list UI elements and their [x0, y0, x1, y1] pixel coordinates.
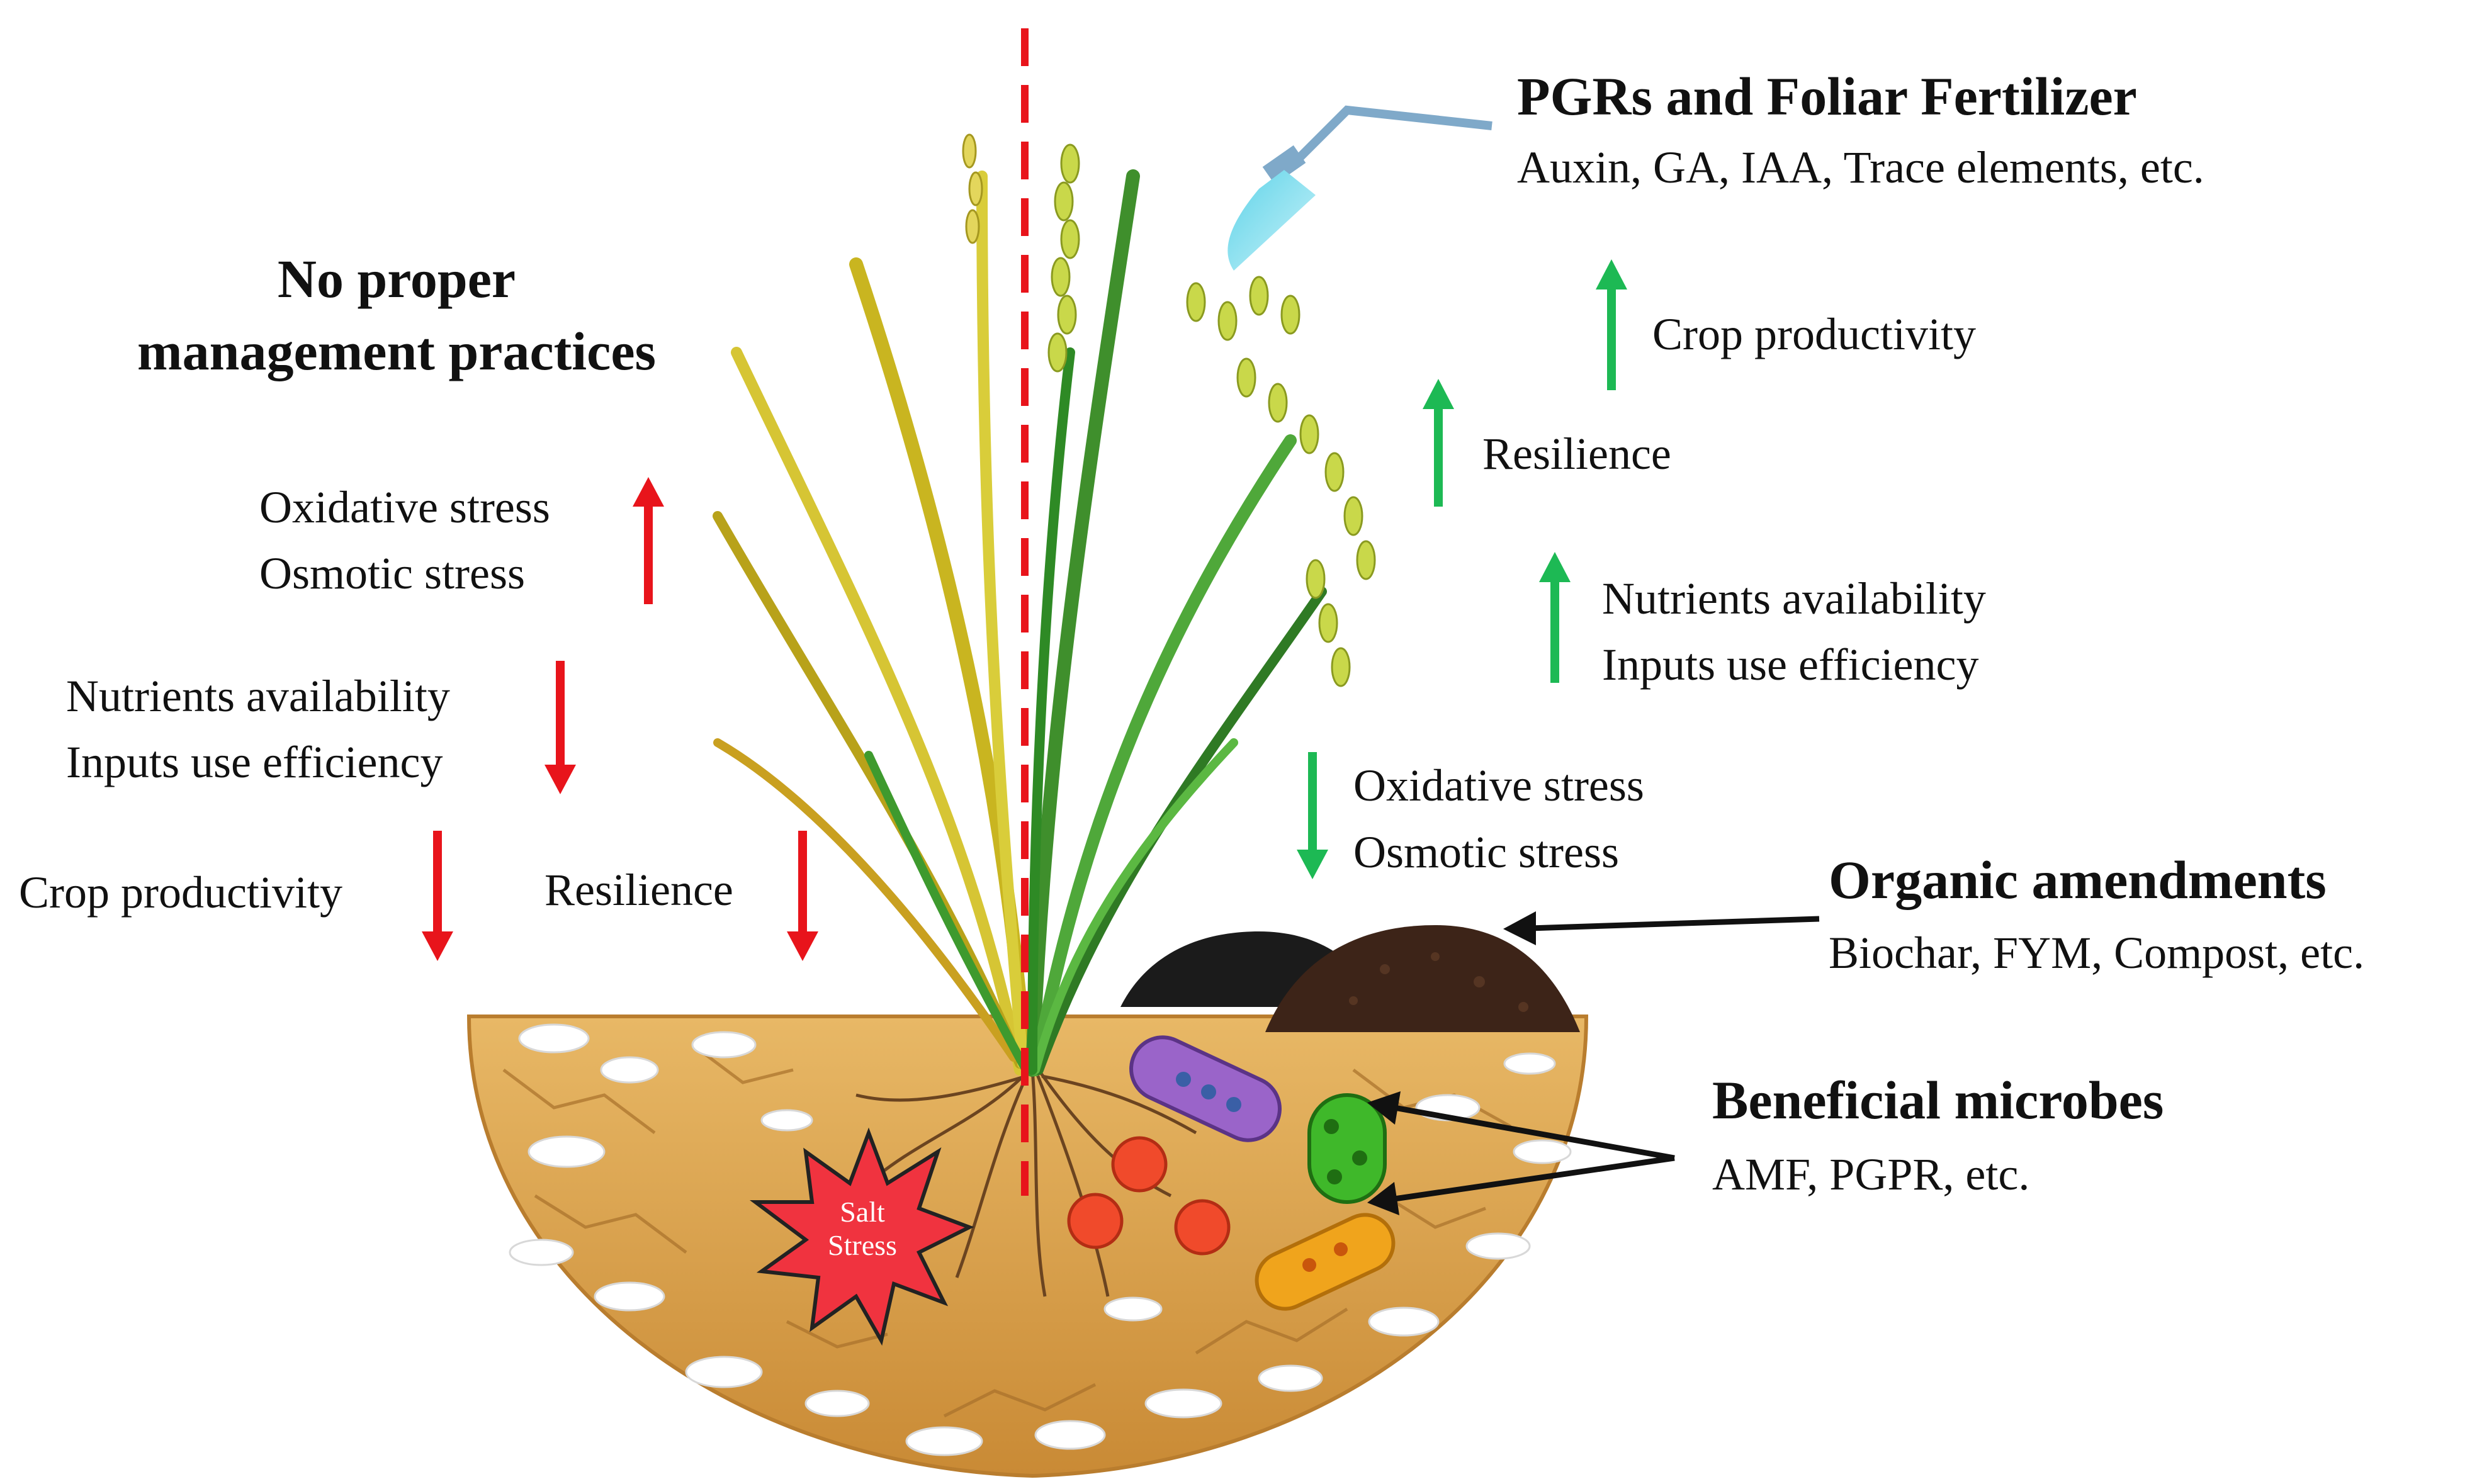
salt-stress-line2: Stress: [828, 1228, 897, 1261]
right-nutrients-availability: Nutrients availability: [1602, 573, 1986, 624]
left-nutrients-availability: Nutrients availability: [66, 671, 450, 721]
left-oxidative-stress: Oxidative stress: [259, 482, 550, 532]
salt-stress-star: [750, 1127, 974, 1346]
left-inputs-use-efficiency: Inputs use efficiency: [66, 737, 443, 787]
right-crop-productivity: Crop productivity: [1652, 309, 1976, 359]
left-heading-line1: No proper: [277, 249, 516, 309]
salt-clumps: [509, 1023, 1572, 1456]
left-heading-line2: management practices: [137, 321, 656, 381]
right-oxidative-stress: Oxidative stress: [1353, 760, 1644, 811]
organic-amendments-title: Organic amendments: [1829, 850, 2327, 910]
pgr-items: Auxin, GA, IAA, Trace elements, etc.: [1517, 142, 2204, 193]
soil-cracks: [502, 1043, 1512, 1418]
right-arrows: [1297, 259, 1627, 879]
pointer-arrows: [1367, 911, 1820, 1215]
spray-hose: [1294, 105, 1492, 164]
left-crop-productivity: Crop productivity: [19, 867, 342, 918]
spray-cone: [1227, 170, 1316, 271]
rice-panicles: [1047, 143, 1376, 687]
microbes: [1067, 1035, 1396, 1311]
plant-leaves: [713, 169, 1327, 1077]
salt-stress-label: Salt Stress: [793, 1196, 932, 1262]
left-arrows: [422, 477, 818, 961]
left-resilience: Resilience: [544, 865, 733, 915]
organic-amendments-items: Biochar, FYM, Compost, etc.: [1829, 928, 2365, 978]
pgr-title: PGRs and Foliar Fertilizer: [1517, 66, 2137, 126]
left-osmotic-stress: Osmotic stress: [259, 548, 525, 599]
right-resilience: Resilience: [1482, 429, 1671, 479]
compost-pile: [1265, 925, 1580, 1032]
beneficial-microbes-items: AMF, PGPR, etc.: [1712, 1149, 2030, 1200]
right-osmotic-stress: Osmotic stress: [1353, 827, 1619, 877]
beneficial-microbes-title: Beneficial microbes: [1712, 1070, 2164, 1130]
salt-stress-line1: Salt: [840, 1196, 885, 1228]
right-inputs-use-efficiency: Inputs use efficiency: [1602, 639, 1979, 690]
